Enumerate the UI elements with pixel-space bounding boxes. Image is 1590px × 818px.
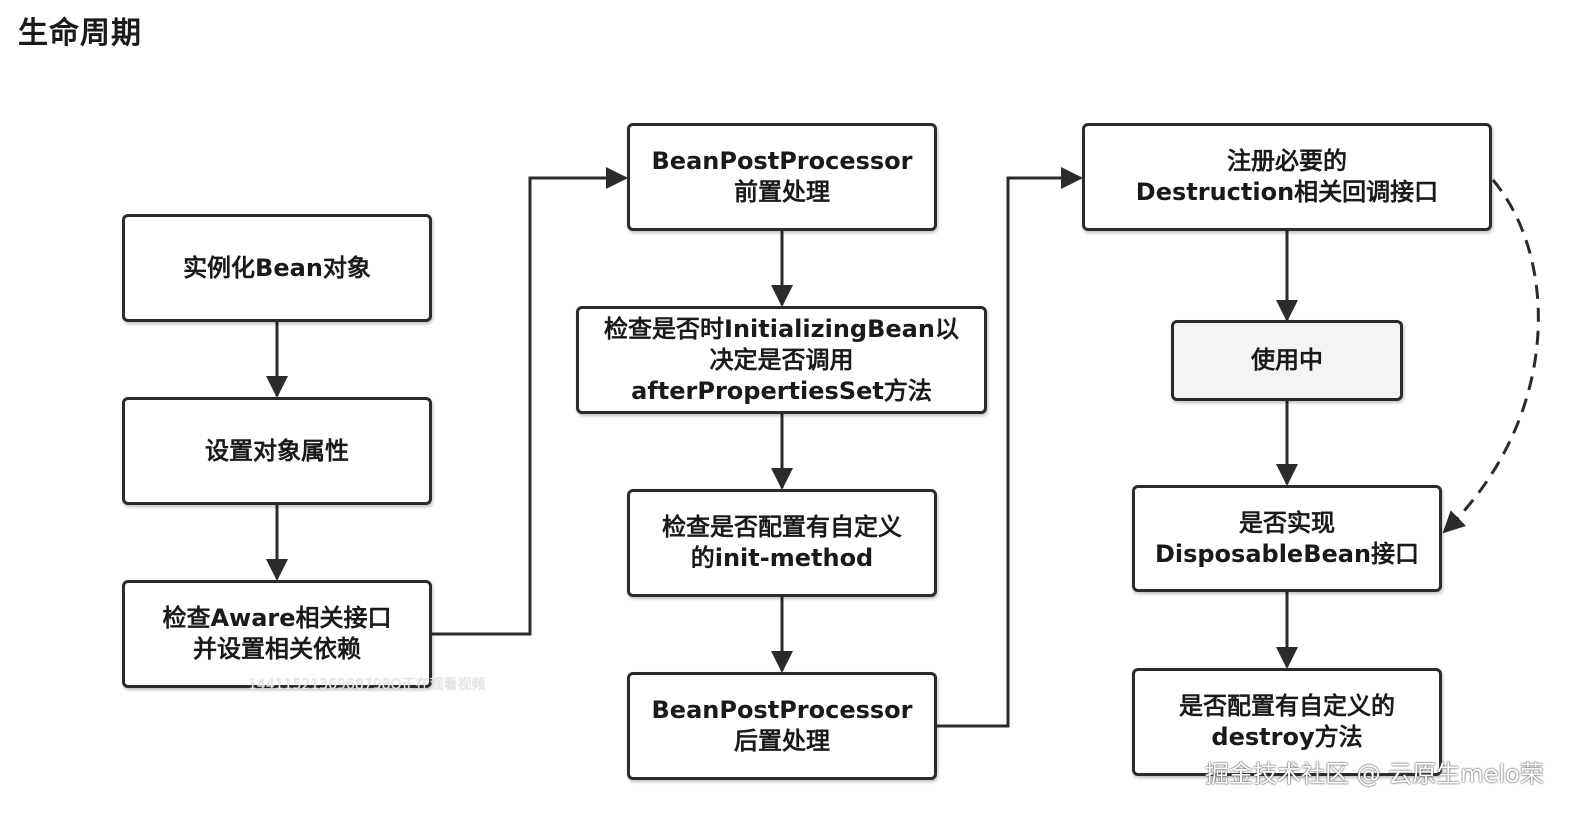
node-text: 后置处理 xyxy=(734,727,830,755)
node-text: BeanPostProcessor xyxy=(651,696,913,724)
node-text: BeanPostProcessor xyxy=(651,147,913,175)
node-text: 注册必要的 xyxy=(1227,147,1347,175)
node-text: 检查Aware相关接口 xyxy=(162,604,392,632)
node-initializing-bean: 检查是否时InitializingBean以 决定是否调用 afterPrope… xyxy=(576,306,987,414)
node-set-properties: 设置对象属性 xyxy=(122,397,432,505)
node-text: 并设置相关依赖 xyxy=(193,635,361,663)
site-credit: 掘金技术社区 @ 云原生melo荣 xyxy=(1205,760,1544,788)
node-text: 是否实现 xyxy=(1239,508,1335,537)
node-disposable-bean: 是否实现 DisposableBean接口 xyxy=(1132,485,1442,592)
node-text: 检查是否配置有自定义 xyxy=(662,513,902,541)
arrow-aware-to-bpp-before xyxy=(432,167,628,636)
node-text: afterPropertiesSet方法 xyxy=(631,376,932,405)
node-text: Destruction相关回调接口 xyxy=(1135,178,1439,206)
video-watermark: 1441152136968798O正在观看视频 xyxy=(248,677,486,693)
page-title: 生命周期 xyxy=(18,16,142,51)
node-text: 设置对象属性 xyxy=(205,436,349,465)
node-instantiate-bean: 实例化Bean对象 xyxy=(122,214,432,322)
node-in-use: 使用中 xyxy=(1171,320,1403,401)
node-bpp-after: BeanPostProcessor 后置处理 xyxy=(627,672,937,780)
node-text: 决定是否调用 xyxy=(709,345,854,374)
node-bpp-before: BeanPostProcessor 前置处理 xyxy=(627,123,937,231)
node-init-method: 检查是否配置有自定义 的init-method xyxy=(627,489,937,597)
node-register-destruction: 注册必要的 Destruction相关回调接口 xyxy=(1082,123,1492,231)
node-text: DisposableBean接口 xyxy=(1154,539,1420,568)
node-text: 检查是否时InitializingBean以 xyxy=(604,314,959,343)
node-text: 使用中 xyxy=(1251,346,1323,374)
node-check-aware: 检查Aware相关接口 并设置相关依赖 xyxy=(122,580,432,688)
node-text: destroy方法 xyxy=(1211,723,1363,751)
node-text: 实例化Bean对象 xyxy=(183,253,371,282)
node-text: 是否配置有自定义的 xyxy=(1179,692,1395,720)
arrow-register-to-disposable-dashed xyxy=(1442,179,1540,534)
node-text: 的init-method xyxy=(690,544,874,572)
arrow-bpp-after-to-register xyxy=(936,167,1083,728)
node-destroy-method: 是否配置有自定义的 destroy方法 xyxy=(1132,668,1442,776)
node-text: 前置处理 xyxy=(734,178,830,206)
